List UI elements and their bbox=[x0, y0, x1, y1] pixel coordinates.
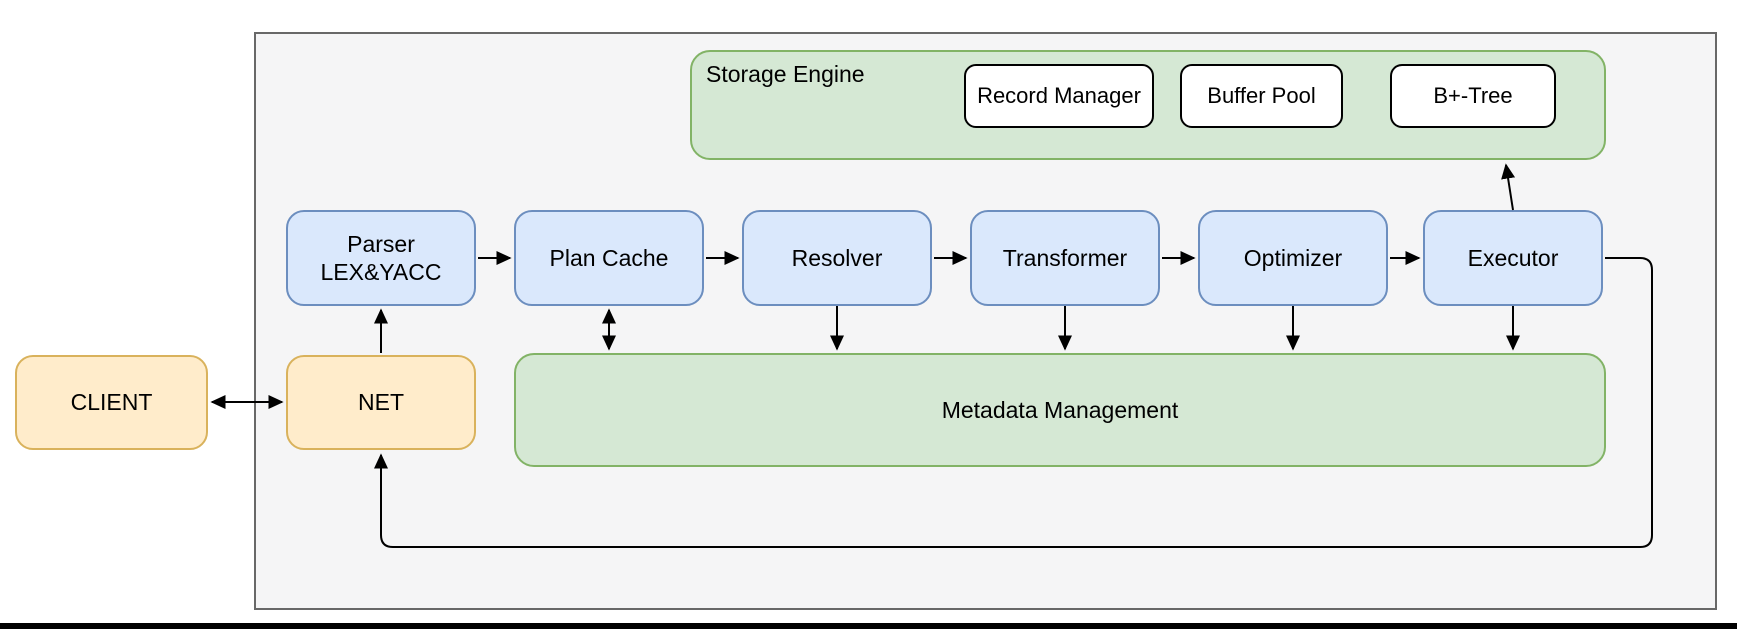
storage-engine-label: Storage Engine bbox=[706, 61, 865, 87]
group-metadata-management: Metadata Management bbox=[514, 353, 1606, 467]
node-b-plus-tree: B+-Tree bbox=[1390, 64, 1556, 128]
record-manager-label: Record Manager bbox=[977, 82, 1141, 108]
parser-label-line1: Parser bbox=[347, 230, 415, 257]
b-plus-tree-label: B+-Tree bbox=[1433, 82, 1513, 108]
client-label: CLIENT bbox=[70, 389, 153, 416]
buffer-pool-label: Buffer Pool bbox=[1207, 82, 1316, 108]
node-client: CLIENT bbox=[15, 355, 208, 450]
executor-label: Executor bbox=[1467, 244, 1559, 271]
optimizer-label: Optimizer bbox=[1243, 244, 1343, 271]
net-label: NET bbox=[358, 389, 404, 416]
metadata-management-label: Metadata Management bbox=[941, 396, 1179, 423]
node-optimizer: Optimizer bbox=[1198, 210, 1388, 306]
node-buffer-pool: Buffer Pool bbox=[1180, 64, 1343, 128]
node-plan-cache: Plan Cache bbox=[514, 210, 704, 306]
bottom-rule bbox=[0, 623, 1737, 629]
parser-label-line2: LEX&YACC bbox=[320, 259, 442, 285]
node-executor: Executor bbox=[1423, 210, 1603, 306]
node-transformer: Transformer bbox=[970, 210, 1160, 306]
node-net: NET bbox=[286, 355, 476, 450]
node-record-manager: Record Manager bbox=[964, 64, 1154, 128]
resolver-label: Resolver bbox=[791, 244, 883, 271]
node-resolver: Resolver bbox=[742, 210, 932, 306]
node-parser: Parser LEX&YACC bbox=[286, 210, 476, 306]
plan-cache-label: Plan Cache bbox=[549, 244, 669, 271]
transformer-label: Transformer bbox=[1002, 244, 1128, 271]
